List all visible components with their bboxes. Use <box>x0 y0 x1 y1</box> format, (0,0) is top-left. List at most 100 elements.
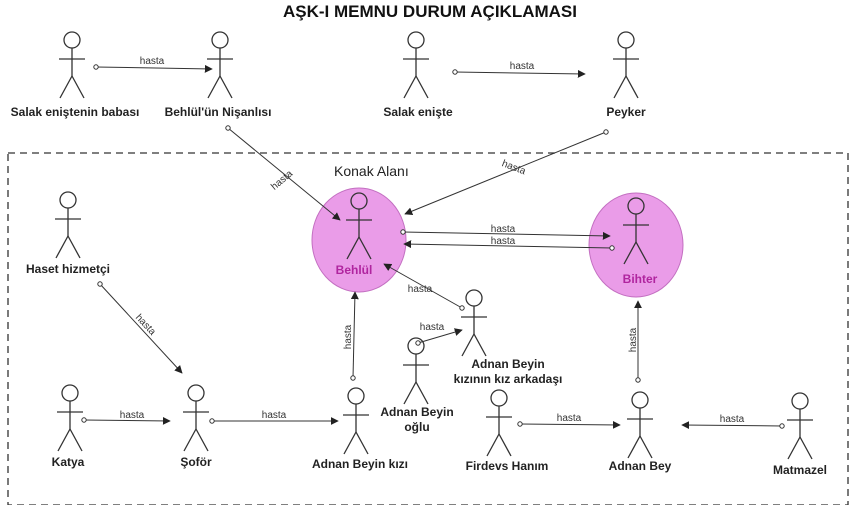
actor-leg-right <box>415 381 429 405</box>
edge-label: hasta <box>557 413 582 424</box>
actor-leg-right <box>69 428 83 452</box>
actor-leg-right <box>195 428 209 452</box>
actor-behlul: Behlül <box>336 192 373 277</box>
actor-head <box>63 31 81 49</box>
actor-label-salak-eniste: Salak enişte <box>383 105 453 119</box>
actor-label-behlulun-nisanlisi: Behlül'ün Nişanlısı <box>165 105 272 119</box>
actor-leg-right <box>355 431 369 455</box>
actor-leg-right <box>799 436 813 460</box>
edge-label: hasta <box>500 158 527 177</box>
actor-salak-eniste: Salak enişte <box>383 31 453 119</box>
actor-label-behlul: Behlül <box>336 263 373 277</box>
edge-label: hasta <box>720 414 745 425</box>
actor-label-line: Adnan Beyin <box>380 405 453 419</box>
actor-label-line: Adnan Beyin <box>471 357 544 371</box>
edge-start-dot <box>452 69 458 75</box>
actor-leg-left <box>55 235 69 259</box>
edge-start-dot <box>97 281 103 287</box>
edge-matmazel-to-adnan-bey: hasta <box>681 414 785 430</box>
actor-leg-right <box>625 75 639 99</box>
actor-label-matmazel: Matmazel <box>773 463 827 477</box>
actor-label-adnan-beyin-kizi: Adnan Beyin kızı <box>312 457 408 471</box>
actor-leg-right <box>219 75 233 99</box>
actor-haset-hizmetci: Haset hizmetçi <box>26 191 110 276</box>
edge-start-dot <box>350 375 356 381</box>
actor-leg-left <box>613 75 627 99</box>
actor-firdevs-hanim: Firdevs Hanım <box>466 389 548 473</box>
edge-line <box>404 131 607 215</box>
actor-head <box>59 191 77 209</box>
edge-line <box>383 263 463 309</box>
edge-adnan-beyin-kizinin-kiz-arkadasi-to-behlul: hasta <box>383 263 465 311</box>
edge-start-dot <box>415 340 421 346</box>
actor-label-adnan-bey: Adnan Bey <box>609 459 672 473</box>
actor-leg-right <box>67 235 81 259</box>
edge-start-dot <box>225 125 231 131</box>
actor-leg-left <box>627 435 641 459</box>
actor-leg-right <box>473 333 487 357</box>
edge-haset-hizmetci-to-sofor: hasta <box>97 281 183 374</box>
actor-adnan-bey: Adnan Bey <box>609 391 672 473</box>
edge-line <box>454 69 586 78</box>
edge-adnan-bey-to-bihter: hasta <box>628 300 642 383</box>
edge-line <box>99 283 183 374</box>
edge-start-dot <box>609 245 615 251</box>
edge-label: hasta <box>120 410 145 421</box>
edge-start-dot <box>93 64 99 70</box>
edge-label: hasta <box>262 410 287 421</box>
edge-line <box>681 421 783 430</box>
actor-head <box>791 392 809 410</box>
edge-line <box>417 328 463 344</box>
actor-leg-right <box>639 435 653 459</box>
actor-leg-left <box>343 431 357 455</box>
edge-behlulun-nisanlisi-to-behlul: hasta <box>225 125 341 221</box>
edge-label: hasta <box>408 284 433 295</box>
edge-line <box>350 291 359 379</box>
actor-label-bihter: Bihter <box>623 272 658 286</box>
actor-leg-right <box>498 433 512 457</box>
actor-leg-right <box>635 241 649 265</box>
actor-label-katya: Katya <box>52 455 85 469</box>
edge-label: hasta <box>343 324 354 349</box>
edge-sofor-to-adnan-beyin-kizi: hasta <box>209 410 339 425</box>
actor-label-sofor: Şoför <box>180 455 212 469</box>
edge-start-dot <box>517 421 523 427</box>
actor-head <box>617 31 635 49</box>
edge-label: hasta <box>491 224 516 235</box>
actor-bihter: Bihter <box>623 197 658 286</box>
edge-bihter-to-behlul: hasta <box>403 236 615 251</box>
edge-salak-enistenin-babasi-to-behlulun-nisanlisi: hasta <box>93 56 213 73</box>
edge-label: hasta <box>510 61 535 72</box>
actor-peyker: Peyker <box>606 31 646 119</box>
actor-head <box>407 31 425 49</box>
edge-adnan-beyin-kizi-to-behlul: hasta <box>343 291 359 381</box>
edge-start-dot <box>209 418 215 424</box>
actor-leg-left <box>461 333 475 357</box>
actor-leg-left <box>787 436 801 460</box>
region-label: Konak Alanı <box>334 163 409 179</box>
edge-peyker-to-behlul: hasta <box>404 129 609 215</box>
edge-line <box>227 127 341 221</box>
edge-start-dot <box>459 305 465 311</box>
actor-leg-right <box>358 236 372 260</box>
edge-label: hasta <box>420 322 445 333</box>
actor-leg-right <box>71 75 85 99</box>
actor-head <box>465 289 483 307</box>
edge-salak-eniste-to-peyker: hasta <box>452 61 586 78</box>
actor-leg-right <box>415 75 429 99</box>
edge-line <box>519 420 621 429</box>
actor-head <box>187 384 205 402</box>
actor-leg-left <box>57 428 71 452</box>
actor-salak-enistenin-babasi: Salak eniştenin babası <box>11 31 140 119</box>
actor-sofor: Şoför <box>180 384 212 469</box>
actor-head <box>631 391 649 409</box>
edge-start-dot <box>81 417 87 423</box>
edge-label: hasta <box>133 312 158 338</box>
actor-leg-left <box>486 433 500 457</box>
actor-label-haset-hizmetci: Haset hizmetçi <box>26 262 110 276</box>
actor-head <box>407 337 425 355</box>
actor-label-salak-enistenin-babasi: Salak eniştenin babası <box>11 105 140 119</box>
